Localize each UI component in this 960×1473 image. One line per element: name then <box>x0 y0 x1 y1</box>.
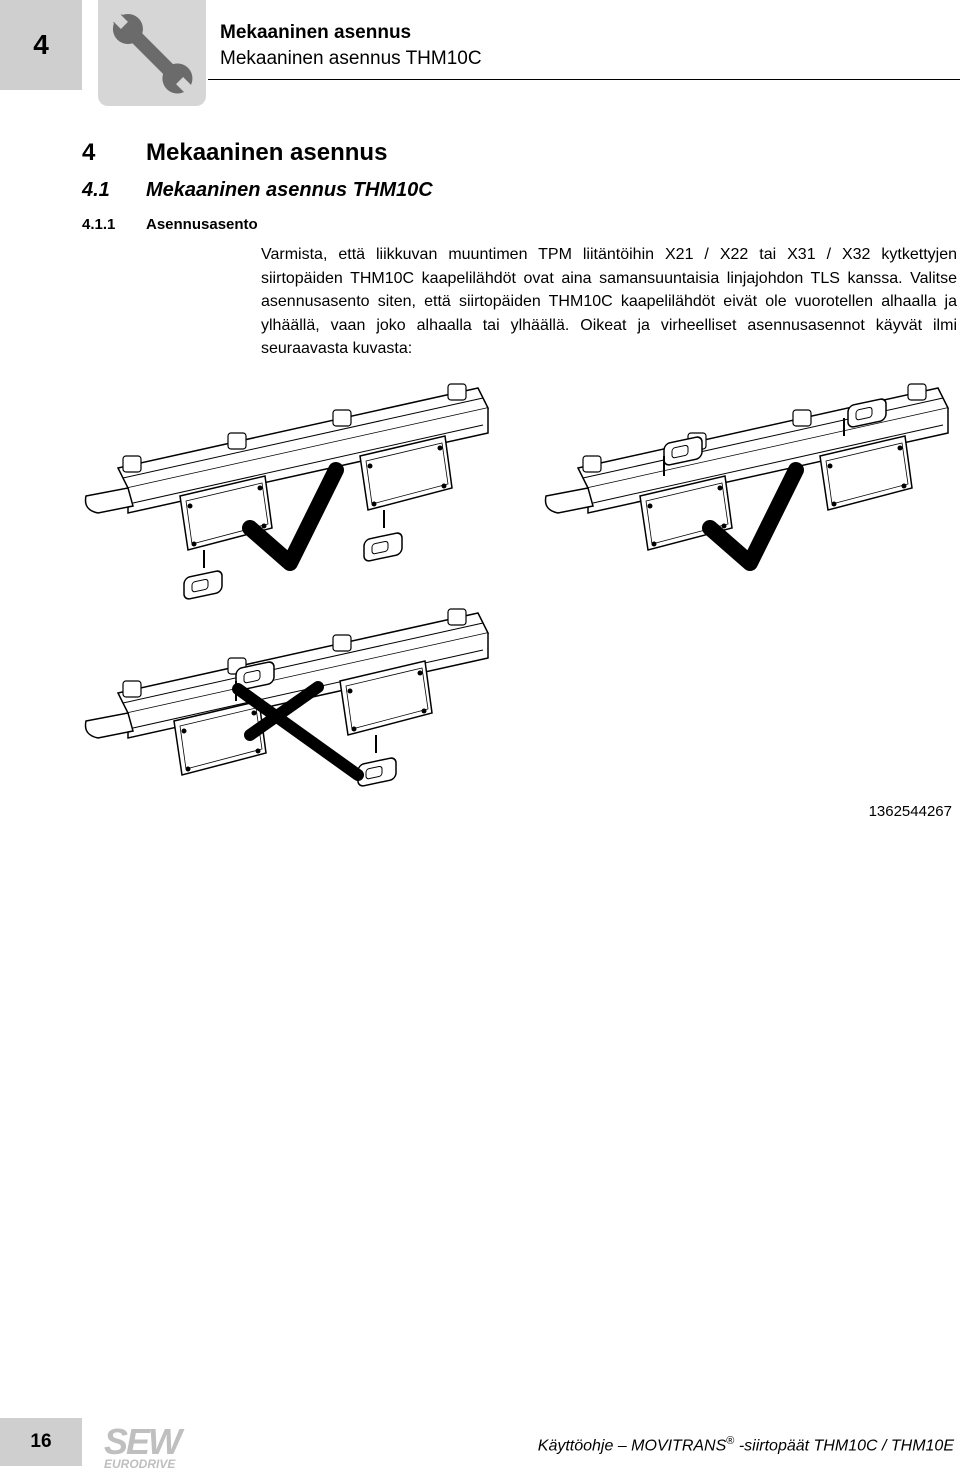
cross-icon <box>232 681 364 781</box>
figure-id: 1362544267 <box>868 803 952 820</box>
figure-panel-1 <box>84 383 489 601</box>
checkmark-icon <box>702 462 804 571</box>
chapter-tab: 4 <box>0 0 82 90</box>
figure-panel-3 <box>84 608 489 788</box>
footer-doc-prefix: Käyttöohje – MOVITRANS <box>537 1437 727 1455</box>
svg-text:EURODRIVE: EURODRIVE <box>104 1457 176 1470</box>
heading-3-number: 4.1.1 <box>82 216 116 233</box>
heading-2-number: 4.1 <box>82 179 110 201</box>
heading-3-text: Asennusasento <box>146 216 258 233</box>
footer-document-title: Käyttöohje – MOVITRANS® -siirtopäät THM1… <box>538 1435 954 1455</box>
body-paragraph: Varmista, että liikkuvan muuntimen TPM l… <box>261 246 957 357</box>
heading-1-number: 4 <box>82 139 96 166</box>
footer-doc-suffix: -siirtopäät THM10C / THM10E <box>734 1437 954 1455</box>
heading-1-text: Mekaaninen asennus <box>146 139 388 166</box>
page-number: 16 <box>0 1418 82 1466</box>
chapter-icon-box <box>98 0 206 106</box>
header-divider <box>208 79 960 80</box>
installation-figure <box>84 383 949 788</box>
figure-panel-2 <box>544 383 949 571</box>
svg-text:SEW: SEW <box>104 1424 185 1462</box>
registered-mark: ® <box>726 1435 735 1447</box>
header-title: Mekaaninen asennus <box>220 22 412 43</box>
header-subtitle: Mekaaninen asennus THM10C <box>220 48 482 69</box>
checkmark-icon <box>242 462 344 571</box>
heading-2-text: Mekaaninen asennus THM10C <box>146 179 433 201</box>
wrench-icon <box>110 11 195 96</box>
sew-eurodrive-logo: SEW EURODRIVE <box>104 1424 187 1470</box>
